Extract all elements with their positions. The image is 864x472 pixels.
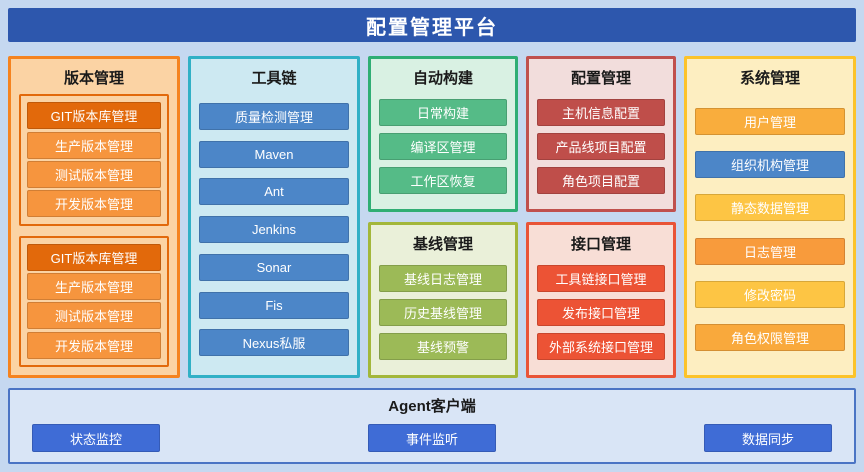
btn-workspace-restore[interactable]: 工作区恢复 [379,167,507,194]
btn-test-version-2[interactable]: 测试版本管理 [27,302,161,330]
btn-nexus[interactable]: Nexus私服 [199,329,349,357]
btn-sonar[interactable]: Sonar [199,253,349,281]
auto-build-items: 日常构建 编译区管理 工作区恢复 [379,92,507,201]
btn-production-version-2[interactable]: 生产版本管理 [27,273,161,301]
section-interface-title: 接口管理 [570,236,631,253]
btn-jenkins[interactable]: Jenkins [199,216,349,243]
section-baseline-management: 基线管理 基线日志管理 历史基线管理 基线预警 [368,222,518,378]
btn-publish-interface[interactable]: 发布接口管理 [537,299,665,326]
btn-log-management[interactable]: 日志管理 [695,237,845,265]
btn-data-sync[interactable]: 数据同步 [704,424,832,452]
btn-role-project-config[interactable]: 角色项目配置 [537,167,665,194]
btn-dev-version-2[interactable]: 开发版本管理 [27,331,161,359]
column-config-interface: 配置管理 主机信息配置 产品线项目配置 角色项目配置 接口管理 工具链接口管理 … [526,56,676,378]
section-toolchain: 工具链 质量检测管理 Maven Ant Jenkins Sonar Fis N… [188,56,360,378]
btn-change-password[interactable]: 修改密码 [695,280,845,308]
btn-role-permission-management[interactable]: 角色权限管理 [695,323,845,351]
btn-maven[interactable]: Maven [199,140,349,168]
section-config-title: 配置管理 [570,70,631,87]
section-auto-build-title: 自动构建 [412,70,473,87]
section-system-management: 系统管理 用户管理 组织机构管理 静态数据管理 日志管理 修改密码 角色权限管理 [684,56,856,378]
section-toolchain-title: 工具链 [251,70,297,87]
version-groups: GIT版本库管理 生产版本管理 测试版本管理 开发版本管理 GIT版本库管理 生… [19,92,169,367]
btn-toolchain-interface[interactable]: 工具链接口管理 [537,265,665,292]
btn-test-version-1[interactable]: 测试版本管理 [27,160,161,188]
btn-status-monitor[interactable]: 状态监控 [32,424,160,452]
section-version-management: 版本管理 GIT版本库管理 生产版本管理 测试版本管理 开发版本管理 GIT版本… [8,56,180,378]
btn-history-baseline[interactable]: 历史基线管理 [379,299,507,326]
page-title-banner: 配置管理平台 [8,8,856,42]
column-build-baseline: 自动构建 日常构建 编译区管理 工作区恢复 基线管理 基线日志管理 历史基线管理… [368,56,518,378]
btn-fis[interactable]: Fis [199,291,349,319]
section-auto-build: 自动构建 日常构建 编译区管理 工作区恢复 [368,56,518,212]
section-agent-client: Agent客户端 状态监控 事件监听 数据同步 [8,388,856,464]
btn-dev-version-1[interactable]: 开发版本管理 [27,190,161,218]
btn-production-version-1[interactable]: 生产版本管理 [27,131,161,159]
baseline-items: 基线日志管理 历史基线管理 基线预警 [379,258,507,367]
section-version-title: 版本管理 [63,70,124,87]
btn-external-system-interface[interactable]: 外部系统接口管理 [537,333,665,360]
btn-user-management[interactable]: 用户管理 [695,108,845,136]
btn-host-info-config[interactable]: 主机信息配置 [537,99,665,126]
agent-items: 状态监控 事件监听 数据同步 [32,424,832,452]
btn-event-listener[interactable]: 事件监听 [368,424,496,452]
btn-baseline-log[interactable]: 基线日志管理 [379,265,507,292]
version-group-1: GIT版本库管理 生产版本管理 测试版本管理 开发版本管理 [19,94,169,226]
section-baseline-title: 基线管理 [412,236,473,253]
section-interface-management: 接口管理 工具链接口管理 发布接口管理 外部系统接口管理 [526,222,676,378]
btn-git-repo-management-1[interactable]: GIT版本库管理 [27,102,161,130]
system-items: 用户管理 组织机构管理 静态数据管理 日志管理 修改密码 角色权限管理 [695,92,845,367]
section-system-title: 系统管理 [739,70,800,87]
btn-org-management[interactable]: 组织机构管理 [695,151,845,179]
page-title: 配置管理平台 [366,16,498,39]
version-group-2: GIT版本库管理 生产版本管理 测试版本管理 开发版本管理 [19,235,169,367]
btn-git-repo-management-2[interactable]: GIT版本库管理 [27,243,161,271]
main-grid: 版本管理 GIT版本库管理 生产版本管理 测试版本管理 开发版本管理 GIT版本… [8,56,856,378]
config-items: 主机信息配置 产品线项目配置 角色项目配置 [537,92,665,201]
section-config-management: 配置管理 主机信息配置 产品线项目配置 角色项目配置 [526,56,676,212]
btn-daily-build[interactable]: 日常构建 [379,99,507,126]
toolchain-items: 质量检测管理 Maven Ant Jenkins Sonar Fis Nexus… [199,92,349,367]
btn-product-line-project-config[interactable]: 产品线项目配置 [537,133,665,160]
section-agent-title: Agent客户端 [388,398,476,415]
interface-items: 工具链接口管理 发布接口管理 外部系统接口管理 [537,258,665,367]
btn-ant[interactable]: Ant [199,178,349,206]
btn-quality-inspection[interactable]: 质量检测管理 [199,102,349,130]
btn-compile-area-management[interactable]: 编译区管理 [379,133,507,160]
btn-static-data-management[interactable]: 静态数据管理 [695,194,845,222]
btn-baseline-warning[interactable]: 基线预警 [379,333,507,360]
